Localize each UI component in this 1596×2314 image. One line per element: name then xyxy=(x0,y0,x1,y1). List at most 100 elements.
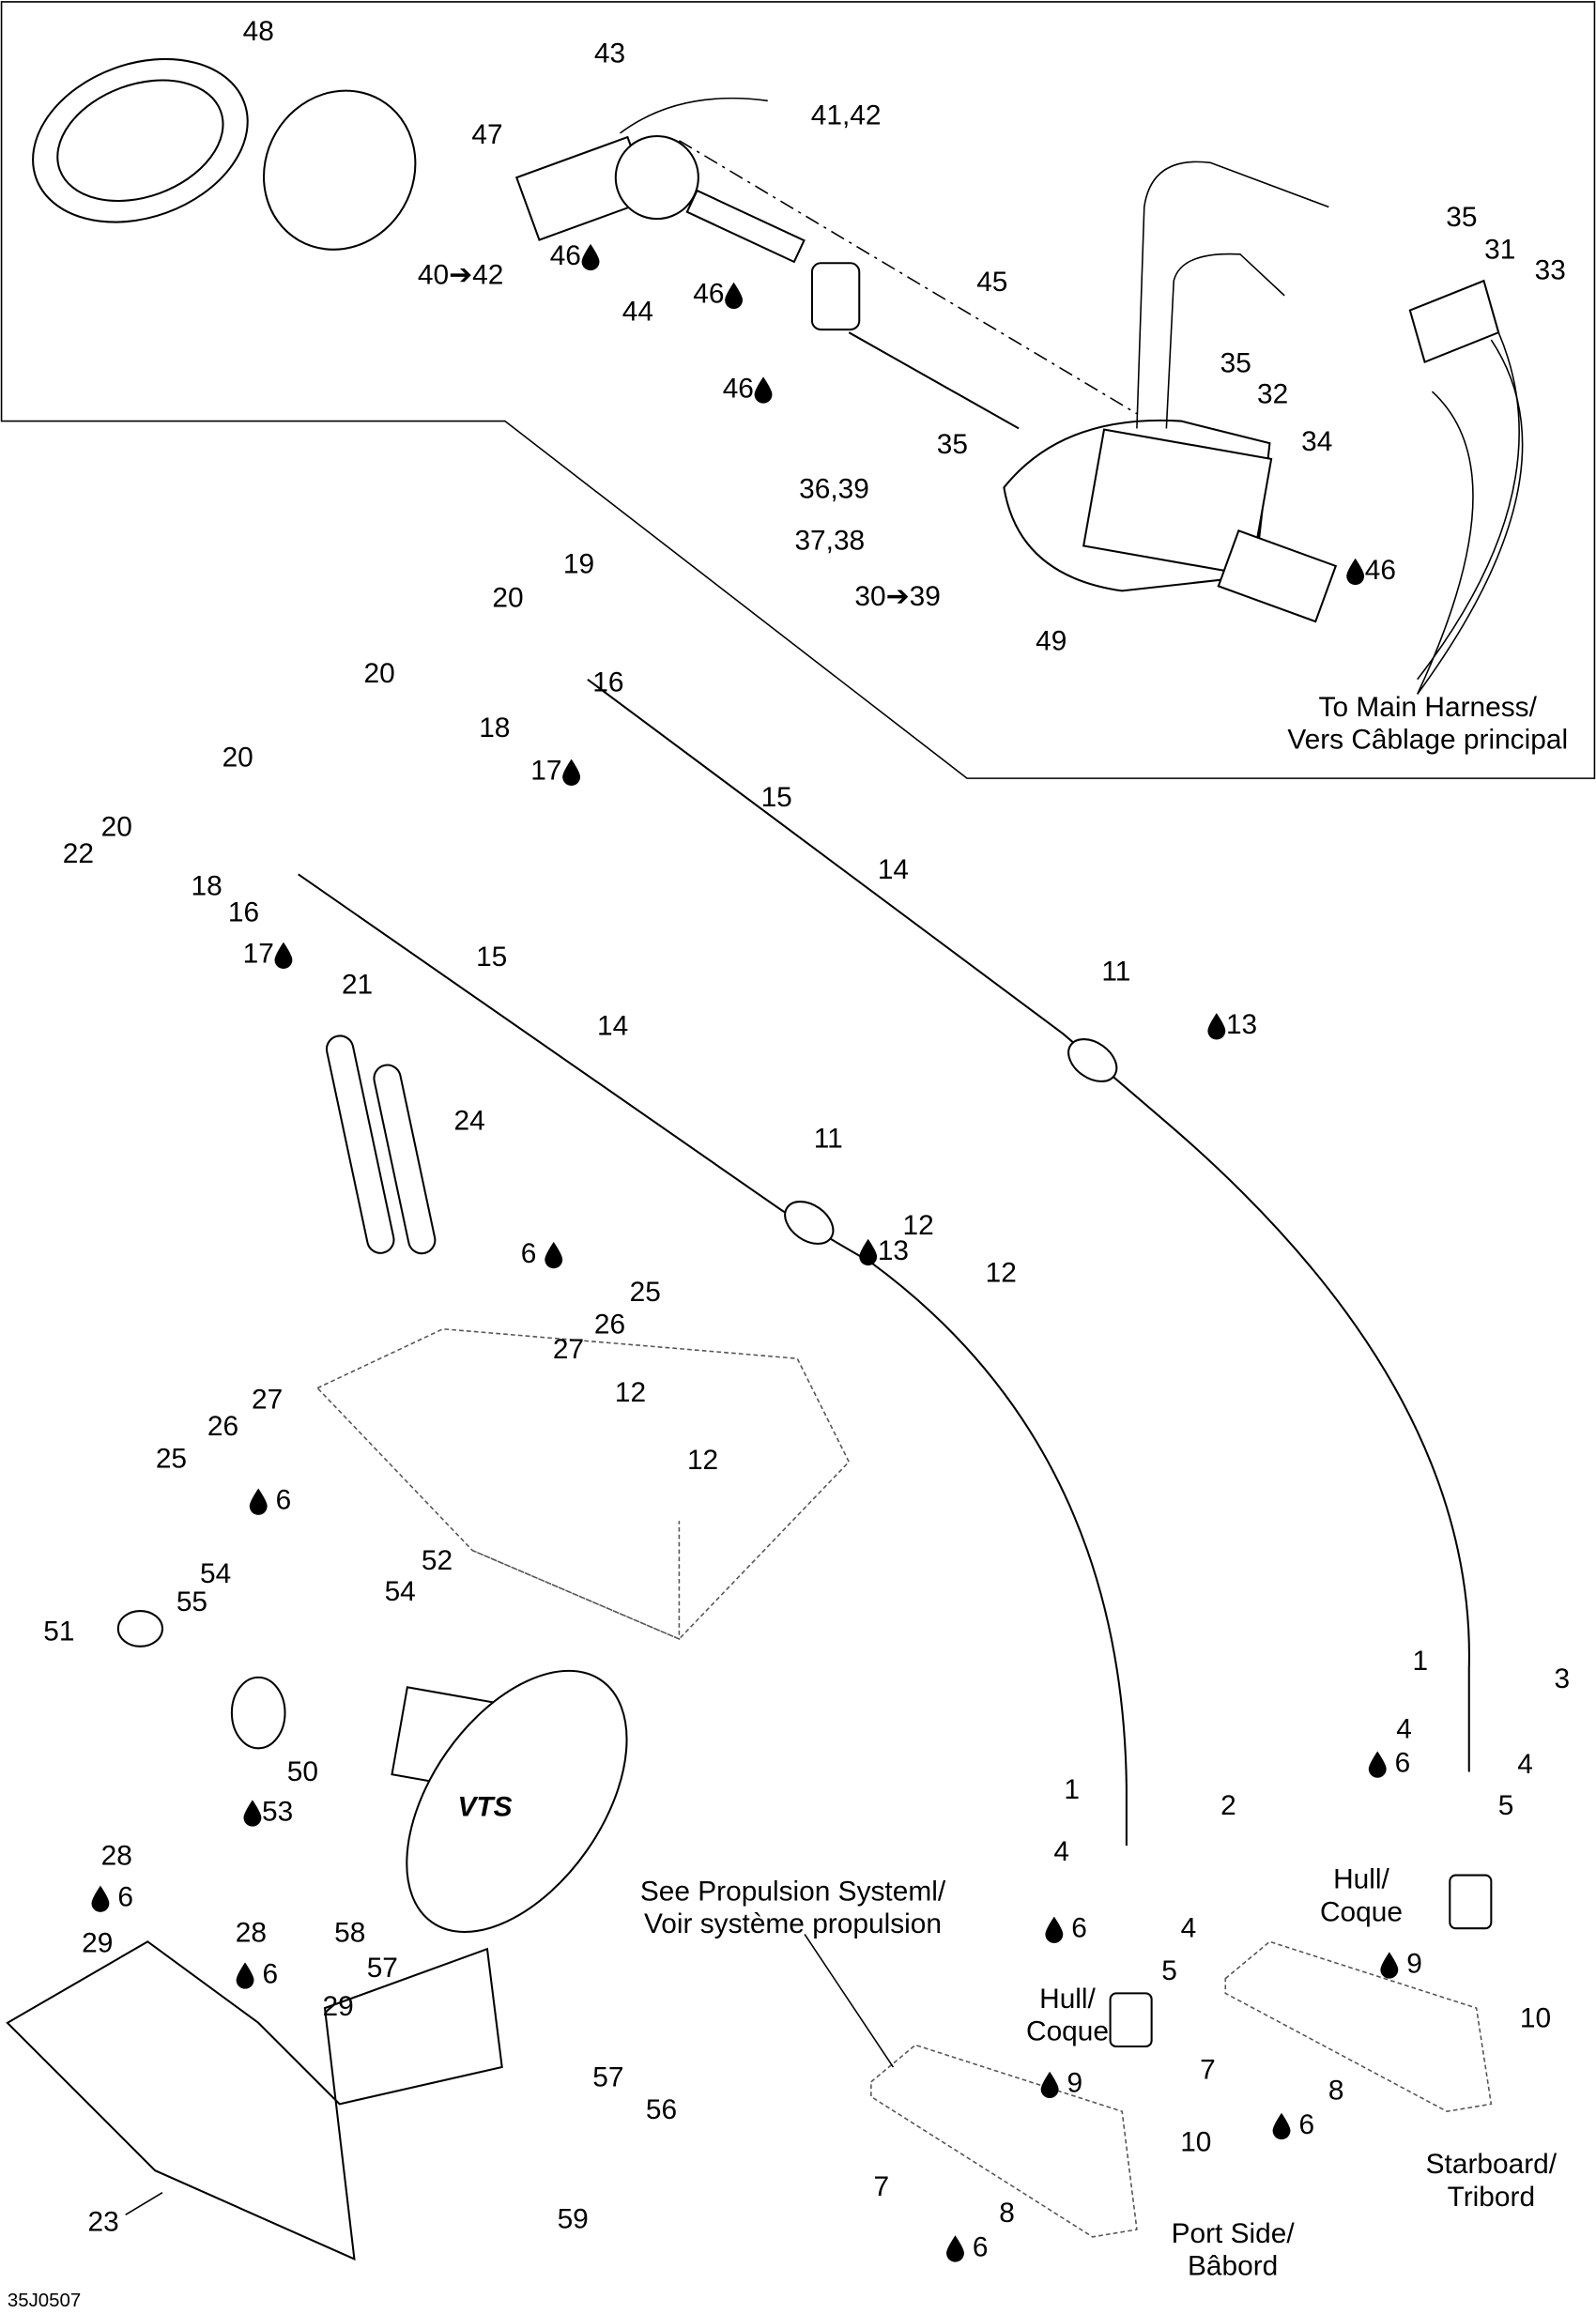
oil-drop-icon xyxy=(545,1241,563,1269)
oil-drop-icon xyxy=(859,1238,878,1266)
callout-number: 6 xyxy=(1071,1913,1087,1944)
callout-number: 56 xyxy=(646,2094,677,2125)
callout-number: 34 xyxy=(1301,426,1332,457)
callout-number: 12 xyxy=(986,1257,1017,1288)
callout-46: 46 xyxy=(550,240,600,271)
note-hull-starboard: Coque xyxy=(1320,1896,1403,1927)
note-port-side: Bâbord xyxy=(1188,2251,1278,2282)
callout-number: 6 xyxy=(262,1958,278,1989)
inset-frame xyxy=(0,1,1596,779)
callout-31: 31 xyxy=(1484,235,1515,266)
callout-number: 59 xyxy=(558,2203,589,2234)
callout-29: 29 xyxy=(82,1927,113,1958)
callout-8: 8 xyxy=(1328,2076,1344,2107)
callout-23: 23 xyxy=(87,2207,118,2238)
callout-number: 6 xyxy=(276,1485,292,1516)
callout-number: 17 xyxy=(243,939,274,970)
callout-number: 45 xyxy=(976,267,1007,298)
callout-number: 58 xyxy=(334,1917,365,1948)
hull-fitting-starboard xyxy=(1449,1874,1493,1930)
callout-number: 9 xyxy=(1067,2068,1083,2099)
gasket xyxy=(263,89,417,251)
callout-52: 52 xyxy=(422,1545,453,1576)
callout-4: 4 xyxy=(1517,1749,1533,1780)
oil-drop-icon xyxy=(91,1885,110,1912)
oil-drop-icon xyxy=(581,243,600,271)
note-starboard: Tribord xyxy=(1448,2182,1535,2213)
callout-6: 6 xyxy=(249,1485,292,1516)
callout-46: 46 xyxy=(693,279,744,310)
callout-number: 30➔39 xyxy=(854,581,940,612)
callout-number: 55 xyxy=(176,1586,207,1617)
propulsion-arrow xyxy=(804,1934,895,2068)
gauge-bezel xyxy=(32,57,249,223)
callout-44: 44 xyxy=(622,297,653,328)
callout-number: 54 xyxy=(385,1576,416,1607)
callout-number: 49 xyxy=(1036,625,1067,656)
callout-27: 27 xyxy=(252,1385,283,1416)
callout-47: 47 xyxy=(471,119,502,150)
callout-18: 18 xyxy=(479,713,510,743)
oil-drop-icon xyxy=(236,1962,254,1989)
callout-number: 12 xyxy=(687,1445,718,1476)
callout-number: 4 xyxy=(1053,1836,1069,1867)
callout-57: 57 xyxy=(592,2061,623,2092)
vts-control: VTS xyxy=(391,1669,628,1934)
callout-number: 27 xyxy=(252,1385,283,1416)
oil-drop-icon xyxy=(1207,1013,1226,1040)
callout-10: 10 xyxy=(1520,2003,1551,2034)
callout-number: 17 xyxy=(530,756,561,787)
callout-number: 20 xyxy=(223,743,253,774)
note-propulsion: See Propulsion Systeml/ xyxy=(640,1876,946,1907)
link-arm-24 xyxy=(325,1034,437,1255)
callout-number: 29 xyxy=(323,1991,354,2022)
callout-11: 11 xyxy=(814,1123,843,1154)
note-port-side: Port Side/ xyxy=(1172,2218,1296,2249)
callout-17: 17 xyxy=(530,756,581,787)
callout-51: 51 xyxy=(43,1617,74,1647)
callout-37-38: 37,38 xyxy=(794,525,865,556)
callout-number: 6 xyxy=(521,1238,537,1269)
callout-number: 5 xyxy=(1498,1790,1514,1821)
callout-10: 10 xyxy=(1180,2127,1211,2158)
centerline xyxy=(679,140,1138,415)
harness-route xyxy=(1417,339,1524,695)
support-bracket xyxy=(315,1327,851,1641)
note-propulsion: Voir système propulsion xyxy=(644,1908,942,1939)
callout-number: 37,38 xyxy=(794,525,865,556)
callout-number: 51 xyxy=(43,1617,74,1647)
callout-number: 24 xyxy=(453,1105,484,1136)
callout-number: 14 xyxy=(597,1011,628,1042)
callout-20: 20 xyxy=(364,658,395,689)
callout-1: 1 xyxy=(1064,1774,1080,1805)
callout-number: 23 xyxy=(87,2207,118,2238)
callout-19: 19 xyxy=(563,549,594,580)
callout-50: 50 xyxy=(287,1756,318,1787)
callout-6: 6 xyxy=(1045,1913,1087,1944)
callout-6: 6 xyxy=(236,1958,278,1989)
callout-number: 12 xyxy=(615,1377,646,1408)
callout-number: 18 xyxy=(192,870,223,901)
oil-drop-icon xyxy=(1045,1916,1064,1943)
callout-number: 35 xyxy=(1220,348,1251,379)
callout-number: 4 xyxy=(1181,1913,1197,1944)
callout-22: 22 xyxy=(63,838,94,869)
callout-number: 6 xyxy=(973,2231,989,2262)
callout-16: 16 xyxy=(228,897,259,928)
callout-55: 55 xyxy=(176,1586,207,1617)
callout-20: 20 xyxy=(101,811,132,842)
oil-drop-icon xyxy=(274,942,293,969)
callout-number: 57 xyxy=(592,2061,623,2092)
callout-1: 1 xyxy=(1413,1646,1429,1677)
callout-25: 25 xyxy=(156,1444,187,1475)
steering-cable-starboard xyxy=(587,678,1470,1772)
callout-34: 34 xyxy=(1301,426,1332,457)
callout-number: 10 xyxy=(1520,2003,1551,2034)
vts-logo: VTS xyxy=(458,1792,513,1823)
callout-13: 13 xyxy=(1207,1009,1257,1040)
callout-number: 57 xyxy=(367,1953,398,1984)
shaft-45 xyxy=(848,331,1020,430)
callout-number: 15 xyxy=(761,782,792,813)
callout-33: 33 xyxy=(1535,255,1566,286)
note-main-harness: Vers Câblage principal xyxy=(1287,725,1568,756)
